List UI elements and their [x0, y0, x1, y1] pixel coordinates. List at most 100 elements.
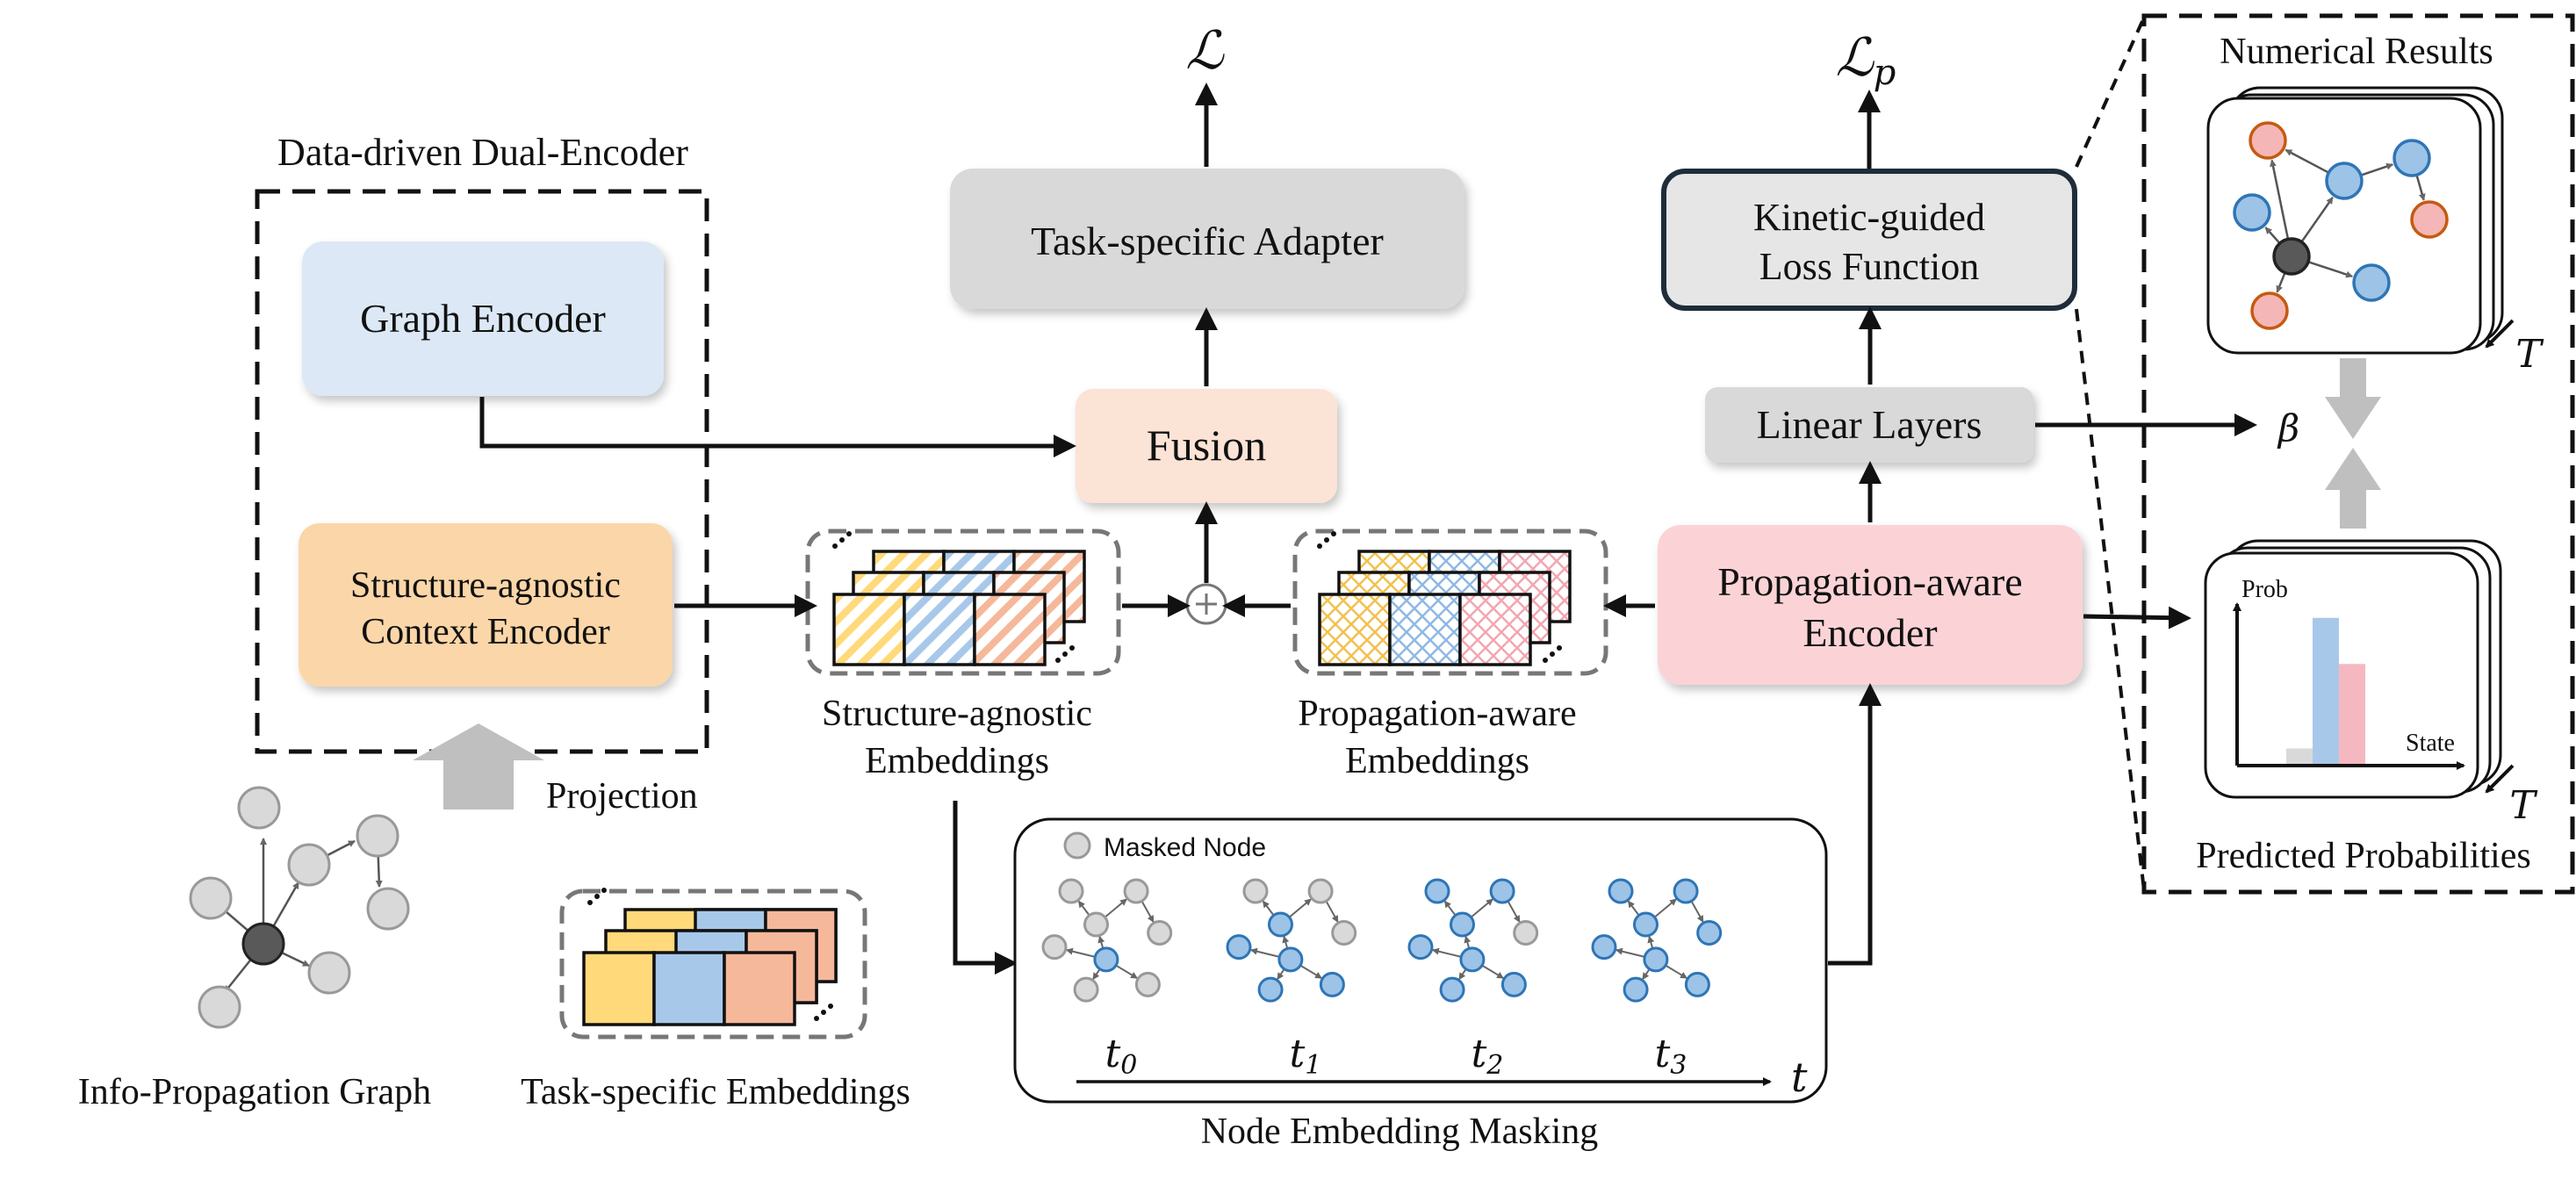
result-edge	[2285, 148, 2329, 174]
prob-chart: Prob State	[2233, 576, 2465, 770]
graph-edge	[1299, 964, 1323, 979]
masked-node	[1242, 878, 1269, 904]
linear-layers-box[interactable]	[1705, 387, 2033, 463]
active-node	[1093, 946, 1119, 973]
adapter-box[interactable]	[950, 169, 1464, 309]
dual-encoder-title: Data-driven Dual-Encoder	[277, 131, 688, 174]
active-node	[1500, 971, 1527, 997]
graph-edge	[1507, 900, 1521, 923]
task-embeddings-label: Task-specific Embeddings	[521, 1072, 910, 1112]
active-node	[1623, 976, 1649, 1003]
kinetic-loss-label-1: Kinetic-guided	[1753, 196, 1985, 239]
graph-encoder-box[interactable]	[302, 241, 664, 396]
context-encoder-label-1: Structure-agnostic	[350, 565, 621, 606]
graph-edge	[1431, 947, 1463, 958]
T-label-top: T	[2515, 332, 2544, 377]
graph-edge	[1262, 900, 1275, 917]
result-node	[2233, 193, 2271, 232]
result-node	[2249, 121, 2287, 160]
result-edge	[2276, 273, 2286, 293]
propagation-encoder-label-2: Encoder	[1802, 610, 1937, 655]
graph-edge	[1664, 964, 1688, 979]
context-encoder-box[interactable]	[299, 523, 673, 687]
info-graph-nodes	[189, 786, 410, 1029]
active-node	[1608, 878, 1634, 904]
result-node	[2325, 162, 2364, 200]
graph-edge	[1092, 968, 1101, 981]
masked-node-legend-icon	[1063, 831, 1091, 860]
active-node	[1591, 934, 1617, 961]
beta-arrow-down	[2325, 358, 2381, 439]
beta-label: β	[2277, 407, 2299, 450]
graph-node	[307, 951, 351, 995]
masking-graph-t1	[1226, 878, 1357, 1003]
linear-layers-label: Linear Layers	[1757, 402, 1982, 447]
masked-node	[1123, 878, 1149, 904]
graph-node	[366, 887, 410, 931]
propagation-encoder-box[interactable]	[1658, 525, 2083, 685]
T-arrow-bottom	[2485, 764, 2515, 794]
masked-node	[1307, 878, 1334, 904]
graph-edge	[1480, 964, 1505, 979]
info-graph-label: Info-Propagation Graph	[78, 1072, 431, 1112]
graph-edge	[1288, 898, 1312, 918]
loss-p: ℒp	[1836, 27, 1896, 93]
graph-edge	[1277, 968, 1285, 981]
graph-edge	[1464, 935, 1471, 950]
active-node	[1257, 976, 1284, 1003]
graph-edge	[1249, 947, 1281, 958]
active-node	[1407, 934, 1434, 961]
fusion-box[interactable]	[1076, 389, 1337, 503]
graph-node	[189, 876, 233, 920]
loss-main: ℒ	[1185, 20, 1225, 82]
task-embeddings-dots	[587, 888, 833, 1021]
masked-node	[1058, 878, 1084, 904]
time-label-t3: t3	[1655, 1032, 1687, 1081]
predicted-probabilities-title: Predicted Probabilities	[2196, 836, 2530, 876]
sa-embeddings-stack	[832, 550, 1086, 666]
masked-node	[1073, 976, 1099, 1003]
state-axis-label: State	[2406, 730, 2455, 757]
result-node	[2410, 200, 2449, 239]
prob-bar	[2313, 617, 2339, 764]
active-node	[1489, 878, 1515, 904]
masked-node-legend-label: Masked Node	[1104, 833, 1266, 862]
active-node	[1268, 911, 1293, 938]
masked-node	[1513, 920, 1539, 946]
projection-label: Projection	[546, 776, 698, 817]
graph-edge	[1690, 900, 1704, 923]
result-edge	[2264, 227, 2280, 244]
task-embeddings-stack	[582, 908, 838, 1026]
flow-arrows	[479, 83, 2257, 975]
time-label-t0: t0	[1105, 1032, 1138, 1081]
result-node	[2393, 139, 2431, 177]
graph-edge	[1065, 947, 1097, 958]
T-label-bottom: T	[2509, 783, 2538, 828]
masked-node	[1147, 920, 1173, 946]
graph-edge	[1114, 964, 1139, 979]
graph-edge	[1647, 935, 1655, 950]
graph-node	[237, 786, 281, 830]
graph-edge	[1458, 968, 1467, 981]
masked-node	[1083, 911, 1109, 938]
active-node	[1459, 946, 1486, 973]
graph-edge	[1627, 900, 1640, 917]
result-edge	[2300, 197, 2334, 242]
graph-edge	[1282, 935, 1290, 950]
zoom-line-bottom	[2075, 308, 2146, 891]
graph-center-node	[241, 922, 285, 966]
sa-embeddings-frame	[805, 529, 1121, 676]
time-label-t2: t2	[1471, 1032, 1504, 1081]
graph-node	[198, 985, 241, 1029]
masked-node	[1331, 920, 1357, 946]
graph-node	[287, 843, 331, 887]
active-node	[1696, 920, 1723, 946]
active-node	[1424, 878, 1450, 904]
active-node	[1226, 934, 1252, 961]
graph-edge	[1642, 968, 1651, 981]
task-embeddings-frame	[559, 889, 867, 1040]
active-node	[1277, 946, 1304, 973]
result-edge	[2308, 261, 2354, 278]
results-panel-frame	[2141, 13, 2575, 895]
sa-embeddings-label-2: Embeddings	[865, 741, 1049, 781]
